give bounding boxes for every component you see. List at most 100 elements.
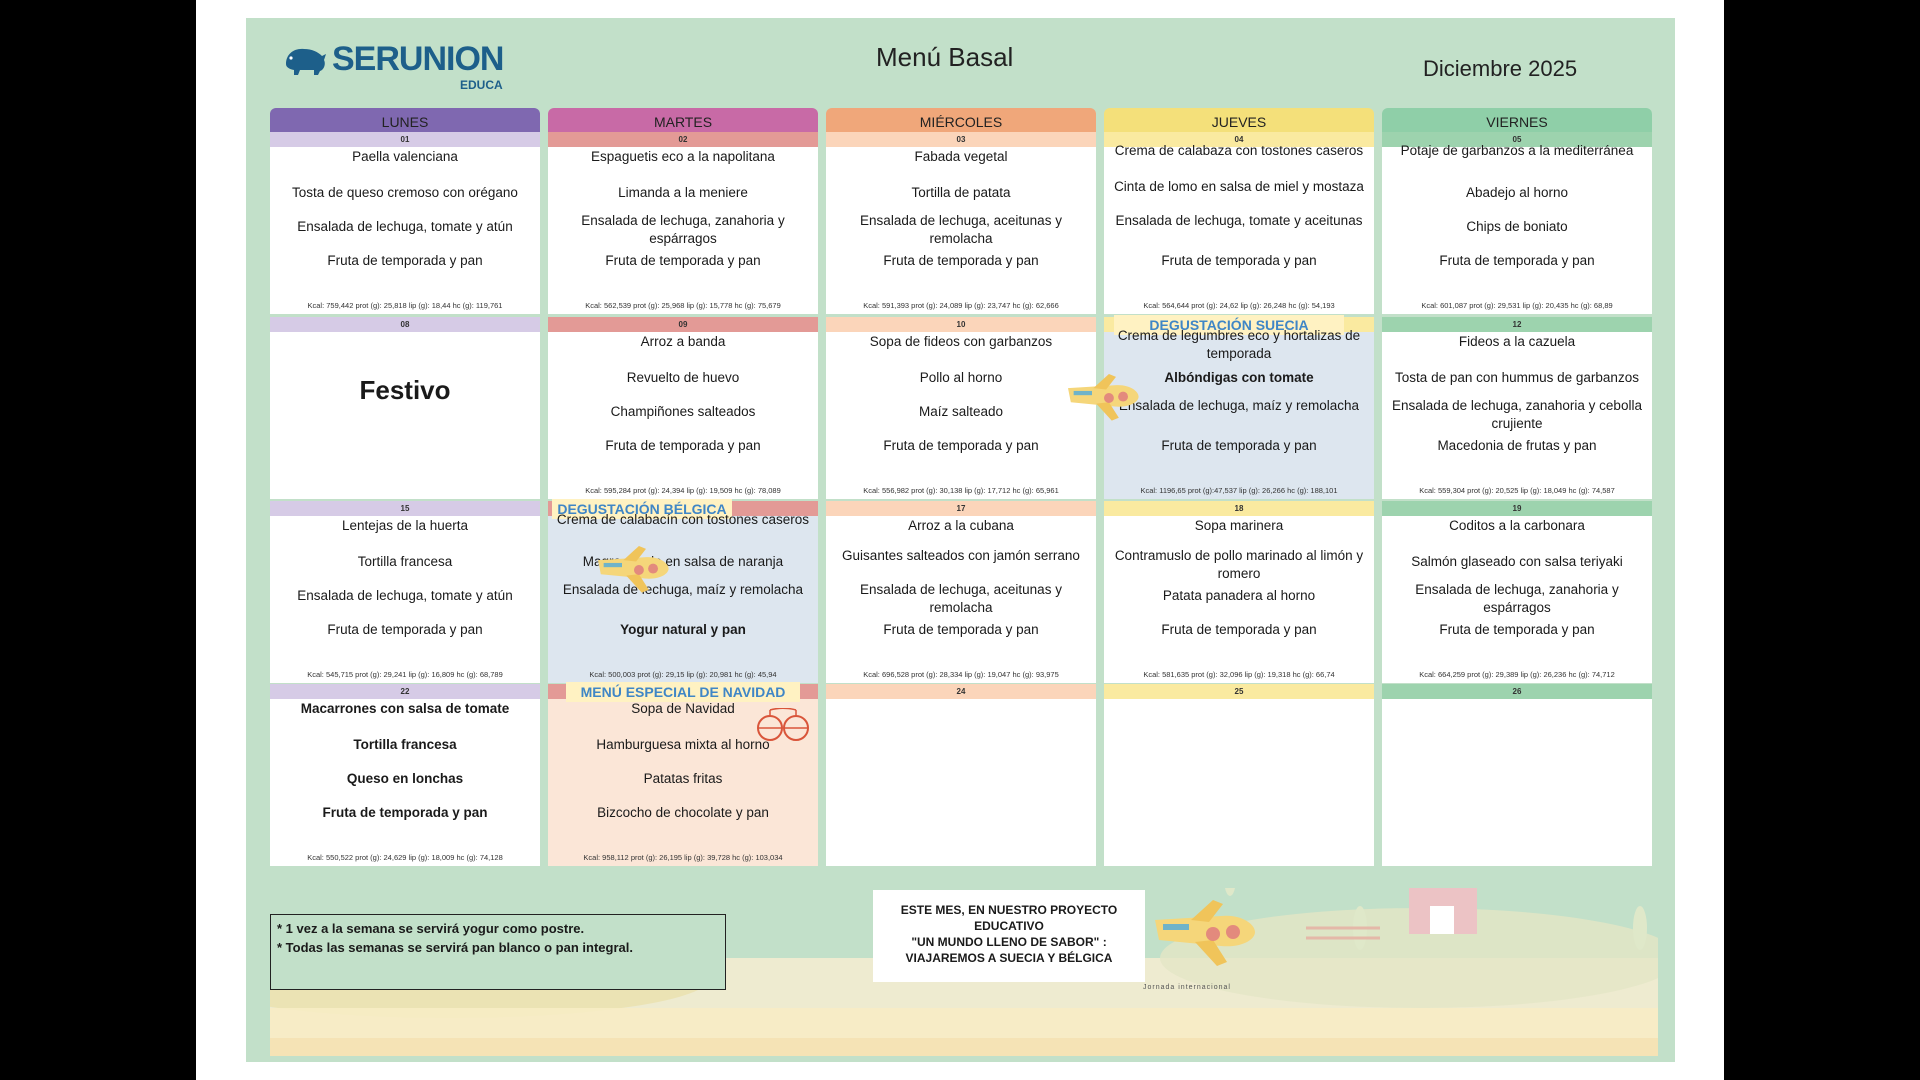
dish-1: Lentejas de la huerta xyxy=(341,518,469,533)
dish-2: Limanda a la meniere xyxy=(618,185,748,200)
date-bar: 01 xyxy=(270,132,540,147)
dish-4: Fruta de temporada y pan xyxy=(327,622,483,637)
dish-4: Fruta de temporada y pan xyxy=(1161,438,1317,453)
dish-3: Maíz salteado xyxy=(918,404,1004,419)
dish-3: Ensalada de lechuga, maíz y remolacha xyxy=(562,582,804,597)
note-yogurt: * 1 vez a la semana se servirá yogur com… xyxy=(277,921,585,936)
dish-4: Fruta de temporada y pan xyxy=(1439,253,1595,268)
date-bar: 18 xyxy=(1104,501,1374,516)
date-bar: 10 xyxy=(826,317,1096,332)
dish-1: Crema de calabacín con tostones caseros xyxy=(556,512,810,527)
dish-4: Fruta de temporada y pan xyxy=(327,253,483,268)
nutrition-info: Kcal: 550,522 prot (g): 24,629 lip (g): … xyxy=(307,853,503,862)
dish-1: Crema de calabaza con tostones caseros xyxy=(1114,143,1364,158)
nutrition-info: Kcal: 595,284 prot (g): 24,394 lip (g): … xyxy=(585,486,781,495)
day-header: JUEVES xyxy=(1104,108,1374,132)
dish-3: Chips de boniato xyxy=(1466,219,1568,234)
dish-1: Sopa de fideos con garbanzos xyxy=(869,334,1053,349)
dish-4: Fruta de temporada y pan xyxy=(322,805,488,820)
dish-3: Patatas fritas xyxy=(643,771,723,786)
nutrition-info: Kcal: 601,087 prot (g): 29,531 lip (g): … xyxy=(1421,301,1613,310)
dish-3: Ensalada de lechuga, aceitunas y remolac… xyxy=(860,582,1062,615)
dish-2: Contramuslo de pollo marinado al limón y… xyxy=(1114,548,1364,581)
dish-2: Guisantes salteados con jamón serrano xyxy=(842,548,1080,563)
jornada-label: Jornada internacional xyxy=(1143,984,1231,991)
dish-2: Albóndigas con tomate xyxy=(1164,370,1314,385)
dish-3: Ensalada de lechuga, tomate y atún xyxy=(297,588,513,603)
nutrition-info: Kcal: 696,528 prot (g): 28,334 lip (g): … xyxy=(863,670,1059,679)
dish-3: Ensalada de lechuga, aceitunas y remolac… xyxy=(860,213,1062,246)
dish-3: Ensalada de lechuga, tomate y aceitunas xyxy=(1115,213,1363,228)
nutrition-info: Kcal: 556,982 prot (g): 30,138 lip (g): … xyxy=(863,486,1059,495)
menu-day-cell: 26 xyxy=(1382,684,1652,866)
dish-1: Fideos a la cazuela xyxy=(1458,334,1576,349)
project-line-3: "UN MUNDO LLENO DE SABOR" : xyxy=(911,935,1107,949)
dish-2: Hamburguesa mixta al horno xyxy=(596,737,770,752)
dish-1: Coditos a la carbonara xyxy=(1449,518,1585,533)
nutrition-info: Kcal: 559,304 prot (g): 20,525 lip (g): … xyxy=(1419,486,1615,495)
dish-2: Tortilla francesa xyxy=(353,737,457,752)
menu-day-cell: 25 xyxy=(1104,684,1374,866)
day-header: LUNES xyxy=(270,108,540,132)
notes-box: * 1 vez a la semana se servirá yogur com… xyxy=(270,914,726,990)
dish-4: Fruta de temporada y pan xyxy=(1439,622,1595,637)
date-bar: 02 xyxy=(548,132,818,147)
date-bar: 24 xyxy=(826,684,1096,699)
dish-3: Ensalada de lechuga, maíz y remolacha xyxy=(1118,398,1360,413)
nutrition-info: Kcal: 545,715 prot (g): 29,241 lip (g): … xyxy=(307,670,503,679)
dish-1: Arroz a banda xyxy=(640,334,726,349)
dish-2: Tortilla francesa xyxy=(357,554,453,569)
holiday-label: Festivo xyxy=(359,375,451,405)
dish-1: Potaje de garbanzos a la mediterránea xyxy=(1400,143,1634,158)
dish-3: Ensalada de lechuga, zanahoria y espárra… xyxy=(581,213,785,246)
date-bar: 09 xyxy=(548,317,818,332)
nutrition-info: Kcal: 564,644 prot (g): 24,62 lip (g): 2… xyxy=(1143,301,1335,310)
dish-4: Macedonia de frutas y pan xyxy=(1437,438,1597,453)
nutrition-info: Kcal: 562,539 prot (g): 25,968 lip (g): … xyxy=(585,301,781,310)
dish-1: Sopa de Navidad xyxy=(631,701,735,716)
nutrition-info: Kcal: 1196,65 prot (g):47,537 lip (g): 2… xyxy=(1140,486,1338,495)
dish-2: Tortilla de patata xyxy=(911,185,1011,200)
dish-4: Fruta de temporada y pan xyxy=(605,253,761,268)
dish-1: Paella valenciana xyxy=(352,149,458,164)
dish-2: Abadejo al horno xyxy=(1465,185,1569,200)
dish-2: Cinta de lomo en salsa de miel y mostaza xyxy=(1114,179,1364,194)
date-bar: 25 xyxy=(1104,684,1374,699)
brand-subtitle: EDUCA xyxy=(460,78,503,92)
nutrition-info: Kcal: 581,635 prot (g): 32,096 lip (g): … xyxy=(1143,670,1335,679)
nutrition-info: Kcal: 500,003 prot (g): 29,15 lip (g): 2… xyxy=(589,670,777,679)
nutrition-info: Kcal: 591,393 prot (g): 24,089 lip (g): … xyxy=(863,301,1059,310)
date-bar: 19 xyxy=(1382,501,1652,516)
nutrition-info: Kcal: 958,112 prot (g): 26,195 lip (g): … xyxy=(583,853,783,862)
dish-2: Revuelto de huevo xyxy=(626,370,740,385)
project-line-1: ESTE MES, EN NUESTRO PROYECTO xyxy=(900,903,1118,917)
dish-3: Champiñones salteados xyxy=(610,404,756,419)
day-header: MIÉRCOLES xyxy=(826,108,1096,132)
dish-1: Arroz a la cubana xyxy=(908,518,1014,533)
dish-3: Ensalada de lechuga, tomate y atún xyxy=(297,219,513,234)
airplane-icon xyxy=(598,546,669,593)
day-header: MARTES xyxy=(548,108,818,132)
bison-icon xyxy=(286,48,326,75)
date-bar: 04 xyxy=(1104,132,1374,147)
menu-page: SERUNION EDUCA Menú Basal Diciembre 2025… xyxy=(190,0,1724,1080)
dish-2: Pollo al horno xyxy=(919,370,1003,385)
dish-2: Tosta de pan con hummus de garbanzos xyxy=(1395,370,1639,385)
date-bar: 12 xyxy=(1382,317,1652,332)
nutrition-info: Kcal: 664,259 prot (g): 29,389 lip (g): … xyxy=(1419,670,1615,679)
dish-1: Fabada vegetal xyxy=(914,149,1008,164)
date-bar: 26 xyxy=(1382,684,1652,699)
date-bar: 15 xyxy=(270,501,540,516)
